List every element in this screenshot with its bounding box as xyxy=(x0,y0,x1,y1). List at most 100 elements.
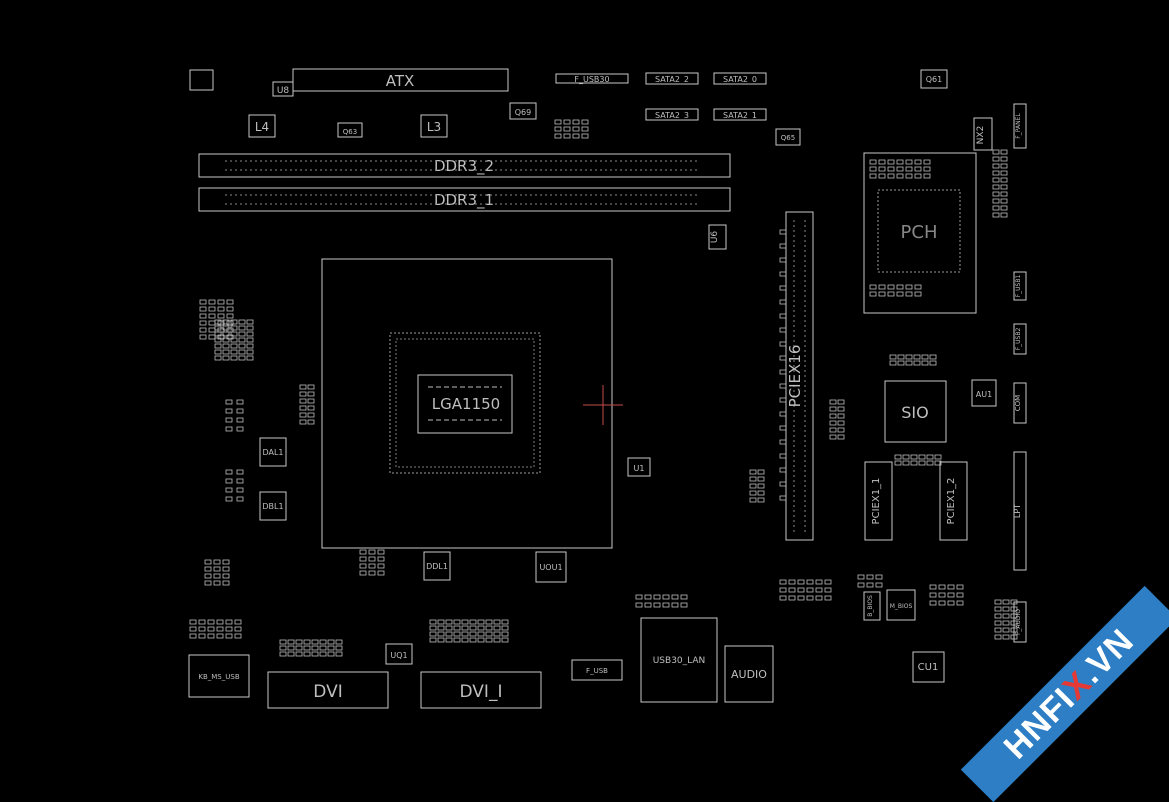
smd-pad xyxy=(214,331,222,337)
smd-pad xyxy=(894,454,902,460)
ddr3-1-slot xyxy=(198,187,731,212)
smd-pad xyxy=(287,651,295,657)
smd-pad xyxy=(887,291,895,297)
smd-pad xyxy=(757,497,765,503)
smd-pad xyxy=(319,639,327,645)
smd-pad xyxy=(234,626,242,632)
smd-pad xyxy=(779,271,787,277)
smd-pad xyxy=(992,170,1000,176)
smd-pad xyxy=(207,633,215,639)
smd-pad xyxy=(896,173,904,179)
q63-mosfet xyxy=(337,122,363,138)
smd-pad xyxy=(230,331,238,337)
smd-pad xyxy=(453,619,461,625)
smd-pad xyxy=(947,600,955,606)
atx-connector xyxy=(292,68,509,92)
pciex1-2-label: PCIEX1_2 xyxy=(946,478,957,525)
smd-pad xyxy=(469,625,477,631)
smd-pad xyxy=(453,631,461,637)
smd-pad xyxy=(779,327,787,333)
smd-pad xyxy=(635,594,643,600)
smd-pad xyxy=(230,337,238,343)
smd-pad xyxy=(299,384,307,390)
smd-pad xyxy=(749,483,757,489)
smd-pad xyxy=(327,651,335,657)
smd-pad xyxy=(929,584,937,590)
smd-pad xyxy=(1000,191,1008,197)
smd-pad xyxy=(1000,177,1008,183)
smd-pad xyxy=(445,637,453,643)
smd-pad xyxy=(214,355,222,361)
smd-pad xyxy=(222,566,230,572)
smd-pad xyxy=(204,580,212,586)
l3-label: L3 xyxy=(427,120,441,134)
smd-pad xyxy=(572,119,580,125)
pciex1-1-slot xyxy=(864,461,893,541)
smd-pad xyxy=(896,284,904,290)
smd-pad xyxy=(878,284,886,290)
smd-pad xyxy=(929,600,937,606)
f-usb2-header xyxy=(1013,323,1027,355)
smd-pad xyxy=(905,159,913,165)
smd-pad xyxy=(230,343,238,349)
smd-pad xyxy=(947,592,955,598)
smd-pad xyxy=(554,133,562,139)
f-usb-label: F_USB xyxy=(586,667,608,675)
smd-pad xyxy=(238,325,246,331)
smd-pad xyxy=(757,469,765,475)
smd-pad xyxy=(929,354,937,360)
pch-outline xyxy=(863,152,977,314)
f-usb30-label: F_USB30 xyxy=(574,75,609,84)
smd-pad xyxy=(923,173,931,179)
smd-pad xyxy=(956,584,964,590)
u8-chip xyxy=(272,81,294,97)
smd-pad xyxy=(311,645,319,651)
smd-pad xyxy=(437,619,445,625)
sata2-0-port xyxy=(713,72,767,85)
pciex1-1-label: PCIEX1_1 xyxy=(871,478,882,525)
ddl1-inductor xyxy=(423,551,451,581)
f-usb1-label: F_USB1 xyxy=(1015,275,1022,298)
atx-label: ATX xyxy=(386,72,415,90)
smd-pad xyxy=(238,355,246,361)
usb30-lan-label: USB30_LAN xyxy=(653,656,706,666)
dbl1-label: DBL1 xyxy=(262,502,283,511)
smd-pad xyxy=(779,579,787,585)
smd-pad xyxy=(493,631,501,637)
q65-label: Q65 xyxy=(781,134,795,142)
ddr3-2-slot xyxy=(198,153,731,178)
smd-pad xyxy=(829,427,837,433)
smd-pad xyxy=(236,408,244,414)
smd-pad xyxy=(829,413,837,419)
smd-pad xyxy=(225,469,233,475)
smd-pad xyxy=(216,633,224,639)
smd-pad xyxy=(246,325,254,331)
ddr3-1-label: DDR3_1 xyxy=(434,191,494,210)
smd-pad xyxy=(992,205,1000,211)
smd-pad xyxy=(779,411,787,417)
smd-pad xyxy=(914,159,922,165)
smd-pad xyxy=(226,299,234,305)
smd-pad xyxy=(213,573,221,579)
smd-pad xyxy=(905,166,913,172)
smd-pad xyxy=(279,645,287,651)
smd-pad xyxy=(299,419,307,425)
smd-pad xyxy=(815,587,823,593)
pciex16-slot xyxy=(785,211,814,541)
smd-pad xyxy=(198,619,206,625)
smd-pad xyxy=(749,497,757,503)
usb30-lan-port xyxy=(640,617,718,703)
smd-pad xyxy=(779,397,787,403)
smd-pad xyxy=(918,454,926,460)
smd-pad xyxy=(217,313,225,319)
smd-pad xyxy=(501,625,509,631)
smd-pad xyxy=(189,633,197,639)
smd-pad xyxy=(222,343,230,349)
smd-pad xyxy=(757,490,765,496)
smd-pad xyxy=(225,417,233,423)
smd-pad xyxy=(303,651,311,657)
smd-pad xyxy=(913,354,921,360)
u1-chip xyxy=(627,457,651,477)
smd-pad xyxy=(749,469,757,475)
smd-pad xyxy=(779,439,787,445)
